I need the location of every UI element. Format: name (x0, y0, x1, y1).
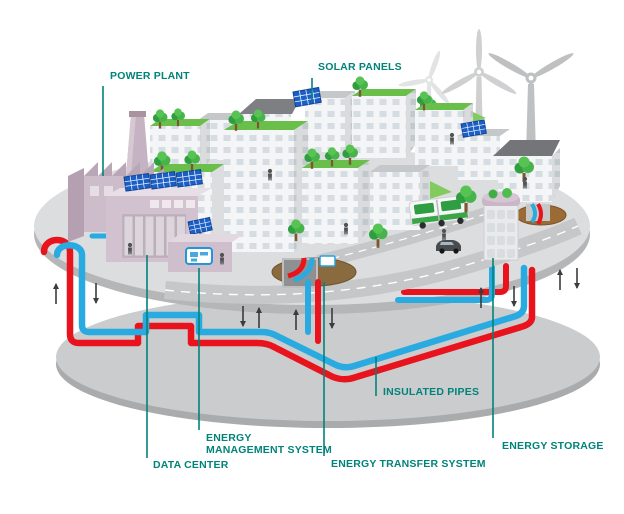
hot-pipe-branch (401, 263, 509, 295)
rooftop-solar-panel (123, 173, 151, 192)
hot-pipe (40, 236, 536, 383)
label-energy-management-system: ENERGY MANAGEMENT SYSTEM (206, 432, 332, 457)
roads (164, 205, 582, 304)
label-energy-storage: ENERGY STORAGE (502, 440, 604, 452)
label-energy-transfer-system: ENERGY TRANSFER SYSTEM (331, 458, 486, 470)
cold-pipe (53, 242, 528, 371)
energy-management-building (168, 216, 244, 272)
city-building-solar (458, 119, 510, 180)
electric-bus (408, 194, 470, 229)
pipe-risers (305, 279, 321, 344)
rooftop-solar-panel (149, 171, 177, 190)
wind-turbine-medium (441, 29, 517, 163)
city-building-green-roof (415, 91, 473, 166)
city-building-green-roof (352, 76, 416, 158)
energy-storage-tower (482, 188, 520, 261)
control-screen (185, 247, 213, 265)
label-solar-panels: SOLAR PANELS (318, 61, 402, 73)
energy-storage-manhole (515, 202, 567, 226)
car (436, 240, 461, 254)
label-power-plant: POWER PLANT (110, 70, 190, 82)
city-building-green-roof (302, 144, 370, 244)
label-data-center: DATA CENTER (153, 459, 229, 471)
city-building (370, 165, 430, 230)
sawtooth-roof (84, 162, 164, 176)
rooftop-solar-panel (175, 169, 203, 188)
label-insulated-pipes: INSULATED PIPES (383, 386, 480, 398)
flow-arrows (53, 268, 580, 330)
cold-pipe-branch (395, 263, 495, 303)
leader-lines (102, 78, 494, 458)
